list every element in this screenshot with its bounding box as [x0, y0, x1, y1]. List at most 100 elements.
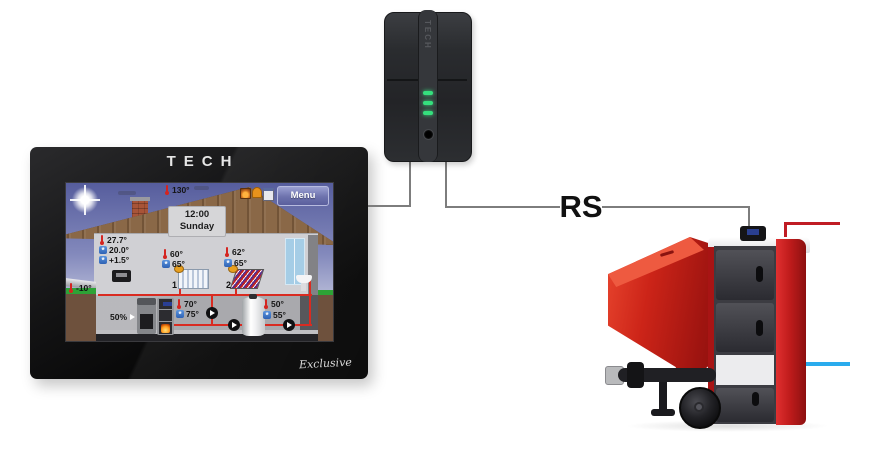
setpoint-icon — [263, 311, 271, 319]
cloud-icon — [118, 191, 136, 195]
fire-icon — [161, 324, 170, 333]
supply-pipe — [784, 222, 840, 225]
door-handle — [756, 320, 763, 336]
pump-icon — [283, 319, 295, 331]
thermometer-icon — [162, 249, 168, 259]
thermometer-icon — [99, 235, 105, 245]
earth-right — [318, 295, 333, 341]
grass-left — [66, 288, 96, 294]
boiler-side-panel — [776, 239, 806, 425]
boiler-set: 75° — [176, 309, 199, 319]
menu-button[interactable]: Menu — [277, 186, 329, 206]
door-handle — [756, 266, 763, 282]
setpoint-icon — [162, 260, 170, 268]
module-button[interactable] — [423, 129, 434, 140]
circuit1-number: 1 — [172, 280, 178, 290]
circuit2-number: 2 — [226, 280, 232, 290]
calendar-icon[interactable] — [263, 188, 274, 201]
room-offset: +1.5° — [99, 255, 129, 265]
rs-connection-label: RS — [559, 189, 603, 224]
auger-foot — [651, 409, 675, 416]
basement-footing — [94, 334, 333, 341]
status-led — [423, 101, 433, 105]
outside-temp: -10° — [68, 283, 92, 293]
thermometer-icon — [176, 299, 182, 309]
thermometer-icon — [164, 185, 170, 195]
day-value: Sunday — [179, 221, 215, 232]
circuit2-temp: 62° — [224, 247, 245, 257]
boiler-middle-door — [716, 303, 774, 352]
clock-display: 12:00 Sunday — [168, 206, 226, 237]
hot-water-set: 55° — [263, 310, 286, 320]
module-brand-label: TECH — [423, 20, 432, 50]
boiler-panel — [159, 299, 172, 309]
boiler-door-top — [159, 310, 172, 321]
auger-flange — [627, 362, 644, 388]
grass-right — [318, 290, 333, 296]
touchscreen[interactable]: 130° Menu 12:00 Sunday — [65, 182, 334, 342]
time-value: 12:00 — [184, 209, 210, 220]
thermometer-icon — [263, 299, 269, 309]
pipe-right — [309, 280, 311, 325]
control-panel: TECH 130° Menu 12:00 Sunday — [30, 147, 368, 379]
brand-logo: TECH — [166, 153, 240, 170]
room-temp: 27.7° — [99, 235, 127, 245]
status-led — [423, 111, 433, 115]
bathroom-sink — [296, 275, 312, 291]
boiler-lower-door — [716, 388, 774, 422]
wire-to-boiler — [748, 206, 750, 228]
tank-cap — [249, 294, 257, 299]
fuel-level: 50% — [110, 312, 136, 322]
circuit2-set: 65° — [224, 258, 247, 268]
setpoint-icon — [224, 259, 232, 267]
auger-leg — [659, 382, 667, 412]
cloud-icon — [194, 186, 209, 190]
boiler-display — [163, 302, 172, 306]
wire-to-boiler — [602, 206, 750, 208]
pipe-main — [98, 294, 312, 296]
basement-boiler — [157, 298, 174, 335]
fuel-feeder — [137, 298, 156, 334]
basement-floor — [94, 330, 318, 334]
door-handle — [752, 392, 759, 406]
wire-to-panel — [409, 156, 411, 207]
room-thermostat — [112, 270, 131, 282]
return-pipe — [804, 362, 850, 366]
circuit1-set: 65° — [162, 259, 185, 269]
alarm-bell-icon[interactable] — [252, 187, 262, 198]
hot-water-temp: 50° — [263, 299, 284, 309]
circuit1-temp: 60° — [162, 249, 183, 259]
wire-to-panel — [368, 205, 411, 207]
thermometer-icon — [224, 247, 230, 257]
setpoint-icon — [176, 310, 184, 318]
setpoint-icon — [99, 246, 107, 254]
pump-icon — [228, 319, 240, 331]
floorheat-valve-icon — [228, 265, 238, 273]
earth-left — [66, 294, 96, 341]
radiator — [178, 269, 209, 289]
radiator-valve-icon — [174, 265, 184, 273]
boiler-front-panel — [714, 246, 776, 424]
pipe-bottom — [168, 324, 312, 326]
boiler-left-edge — [708, 247, 714, 424]
wire-to-boiler — [445, 156, 447, 208]
blower-fan — [679, 387, 721, 429]
module-center-strip: TECH — [418, 10, 438, 162]
boiler-upper-door — [716, 250, 774, 300]
arrow-right-icon — [130, 314, 136, 320]
status-led — [423, 91, 433, 95]
wire-to-boiler — [445, 206, 560, 208]
rs-communication-module: TECH — [384, 10, 472, 162]
hot-water-tank — [242, 297, 265, 336]
setpoint-icon — [99, 256, 107, 264]
boiler-temp: 70° — [176, 299, 197, 309]
series-label: Exclusive — [298, 355, 353, 372]
fireplace-icon[interactable] — [240, 188, 251, 199]
house-side-wall — [308, 235, 318, 295]
boiler-white-band — [716, 355, 774, 385]
boiler-controller — [740, 226, 766, 241]
shower-stall — [285, 238, 305, 285]
thermometer-icon — [68, 283, 74, 293]
pump-icon — [206, 307, 218, 319]
